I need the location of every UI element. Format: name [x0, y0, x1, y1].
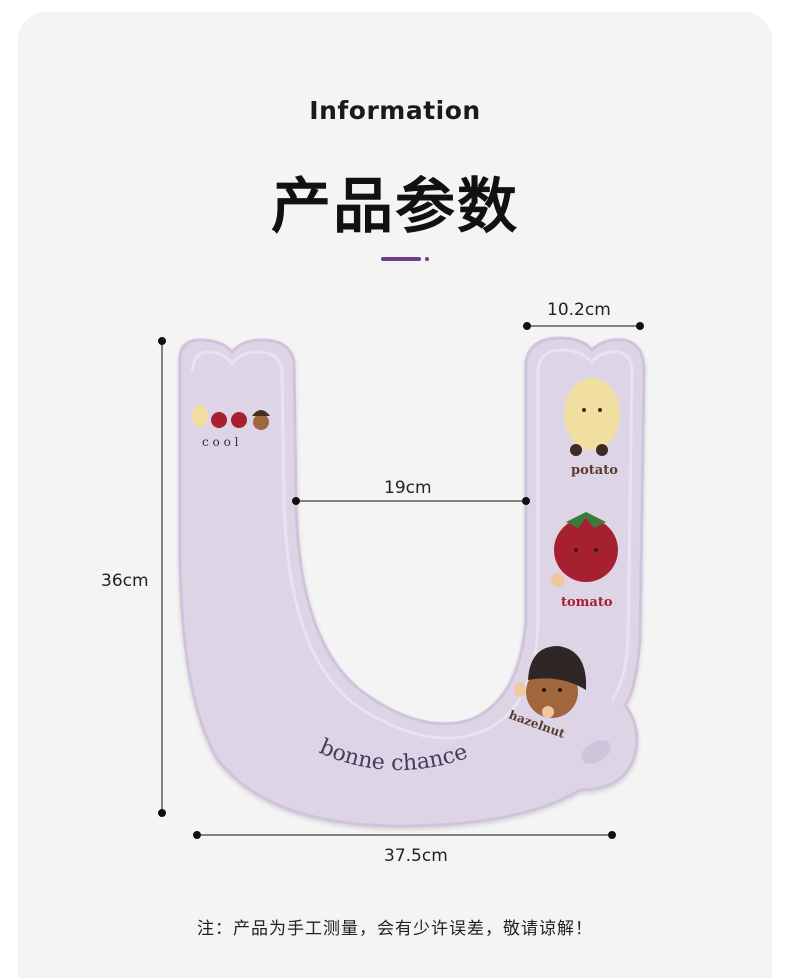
english-title: Information [309, 96, 481, 125]
total-width-label: 37.5cm [384, 846, 448, 866]
tomato-character [551, 512, 618, 587]
height-label: 36cm [101, 571, 149, 591]
dimension-lines [158, 322, 644, 839]
title-underline [381, 257, 421, 261]
potato-character [564, 378, 620, 456]
chinese-title: 产品参数 [271, 172, 519, 242]
handle-hole [581, 740, 611, 764]
tomato-label: tomato [561, 595, 613, 610]
measurement-note: 注：产品为手工测量，会有少许误差，敬请谅解！ [197, 919, 593, 939]
u-cushion-rim [190, 348, 634, 740]
title-underline-dot [425, 257, 429, 261]
cool-label: c o o l [202, 435, 239, 449]
mini-food-icons [192, 405, 270, 430]
u-cushion-shape [178, 336, 646, 828]
arm-width-label: 10.2cm [547, 300, 611, 320]
hazelnut-character [514, 646, 587, 718]
inner-gap-label: 19cm [384, 478, 432, 498]
potato-label: potato [571, 463, 618, 478]
